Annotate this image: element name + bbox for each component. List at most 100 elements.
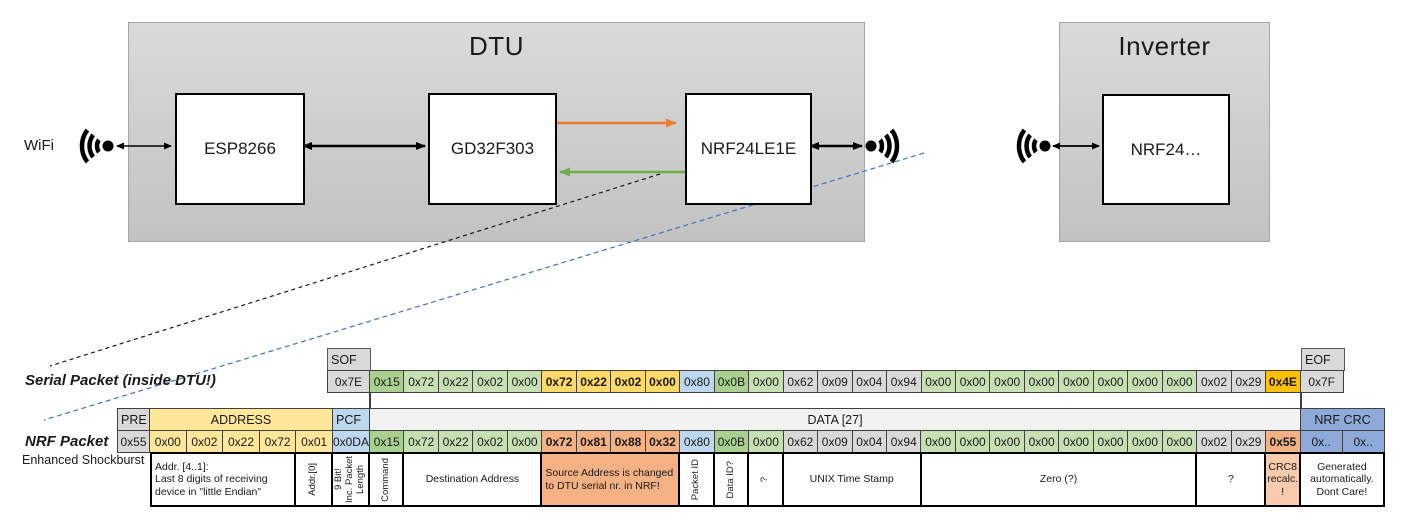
annotation-cell: ? (1197, 452, 1267, 507)
byte-cell: 0x94 (887, 430, 922, 453)
address-byte-cell: 0x01 (296, 430, 333, 453)
dtu-title: DTU (469, 31, 524, 61)
annotation-cell: Data ID? (714, 452, 750, 507)
nrf-header-data-27-: DATA [27] (370, 408, 1301, 431)
annotation-text: Destination Address (425, 473, 520, 486)
pcf-value-cell: 0x0DA (333, 430, 370, 453)
crc-byte-cell: 0x.. (1342, 430, 1385, 453)
byte-cell: 0x02 (473, 430, 508, 453)
annotation-text: Source Address is changed to DTU serial … (545, 467, 674, 492)
byte-cell: 0x72 (542, 430, 577, 453)
annotation-cell: Packet ID (680, 452, 715, 507)
byte-cell: 0x00 (507, 370, 543, 393)
byte-cell: 0x22 (438, 370, 474, 393)
byte-cell: 0x02 (1197, 370, 1232, 393)
annotation-text: Command (379, 457, 391, 502)
nrf-annotation-row: Addr. [4..1]: Last 8 digits of receiving… (150, 452, 1385, 507)
byte-cell: 0x15 (370, 370, 405, 393)
annotation-cell: CRC8 recalc. ! (1266, 452, 1301, 507)
annotation-cell: Zero (?) (921, 452, 1198, 507)
annotation-cell: UNIX Time Stamp (783, 452, 922, 507)
byte-cell: 0x04 (852, 370, 888, 393)
sof-value-cell: 0x7E (327, 370, 370, 393)
byte-cell: 0x55 (1266, 430, 1301, 453)
byte-cell: 0x00 (921, 370, 956, 393)
eof-header: EOF (1301, 348, 1345, 371)
annotation-cell: Source Address is changed to DTU serial … (542, 452, 681, 507)
annotation-text: Data ID? (724, 460, 736, 499)
byte-cell: 0x80 (680, 370, 715, 393)
annotation-text: Addr.[0] (307, 463, 319, 496)
byte-cell: 0x02 (473, 370, 508, 393)
annotation-text: 9 Bit! Inc. Packet Length (333, 456, 366, 503)
address-byte-cell: 0x02 (186, 430, 224, 453)
byte-cell: 0x72 (542, 370, 577, 393)
chip-gd32f303: GD32F303 (428, 93, 557, 205)
byte-cell: 0x00 (1024, 430, 1060, 453)
byte-cell: 0x09 (818, 430, 853, 453)
byte-cell: 0x29 (1231, 370, 1267, 393)
chip-gd32f303-label: GD32F303 (450, 139, 535, 158)
byte-cell: 0x29 (1231, 430, 1267, 453)
byte-cell: 0x00 (507, 430, 543, 453)
chip-esp8266-label: ESP8266 (204, 139, 276, 158)
crc-byte-cell: 0x.. (1300, 430, 1343, 453)
byte-cell: 0x32 (645, 430, 681, 453)
byte-cell: 0x62 (783, 370, 819, 393)
chip-esp8266: ESP8266 (175, 93, 305, 205)
byte-cell: 0x72 (404, 430, 439, 453)
enhanced-shockburst-label: Enhanced Shockburst (22, 453, 145, 467)
byte-cell: 0x81 (576, 430, 612, 453)
wifi-icon-left (79, 117, 114, 175)
byte-cell: 0x00 (1059, 370, 1094, 393)
byte-cell: 0x62 (783, 430, 819, 453)
byte-cell: 0x00 (1128, 430, 1163, 453)
nrf-header-pre: PRE (117, 408, 150, 431)
annotation-cell: Addr. [4..1]: Last 8 digits of receiving… (150, 452, 297, 507)
byte-cell: 0x80 (680, 430, 715, 453)
pre-value-cell: 0x55 (117, 430, 150, 453)
byte-cell: 0x0B (714, 370, 750, 393)
byte-cell: 0x00 (990, 430, 1025, 453)
annotation-text: CRC8 recalc. ! (1267, 460, 1299, 498)
byte-cell: 0x00 (955, 370, 991, 393)
annotation-text: Zero (?) (1039, 473, 1078, 486)
nrf-header-nrf-crc: NRF CRC (1301, 408, 1385, 431)
annotation-cell: 9 Bit! Inc. Packet Length (332, 452, 370, 507)
address-byte-cell: 0x22 (223, 430, 260, 453)
byte-cell: 0x00 (645, 370, 681, 393)
annotation-text: ? (1228, 473, 1234, 486)
inverter-title: Inverter (1118, 31, 1211, 61)
byte-cell: 0x88 (611, 430, 646, 453)
annotation-text: UNIX Time Stamp (809, 473, 894, 486)
annotation-text: Generated automatically. Dont Care! (1310, 460, 1374, 498)
byte-cell: 0x00 (749, 370, 784, 393)
byte-cell: 0x0B (714, 430, 750, 453)
annotation-text: Packet ID (690, 458, 702, 501)
wifi-icon-inverter (1016, 117, 1051, 175)
byte-cell: 0x15 (369, 430, 405, 453)
wifi-label: WiFi (24, 137, 54, 154)
chip-nrf24le1e: NRF24LE1E (685, 93, 812, 205)
dashed-line-serial (49, 173, 661, 367)
eof-value-cell: 0x7F (1300, 370, 1344, 393)
wifi-icon-dtu-right (865, 117, 900, 175)
sof-header: SOF (327, 348, 371, 371)
annotation-cell: Destination Address (404, 452, 543, 507)
byte-cell: 0x02 (1197, 430, 1232, 453)
serial-packet-label: Serial Packet (inside DTU!) (25, 372, 216, 389)
byte-cell: 0x02 (611, 370, 646, 393)
byte-cell: 0x00 (990, 370, 1025, 393)
address-byte-cell: 0x72 (259, 430, 297, 453)
byte-cell: 0x4E (1266, 370, 1301, 393)
nrf-header-pcf: PCF (333, 408, 370, 431)
byte-cell: 0x22 (438, 430, 474, 453)
byte-cell: 0x00 (749, 430, 784, 453)
byte-cell: 0x00 (955, 430, 991, 453)
annotation-text: ? (759, 476, 770, 483)
byte-cell: 0x00 (1093, 430, 1129, 453)
